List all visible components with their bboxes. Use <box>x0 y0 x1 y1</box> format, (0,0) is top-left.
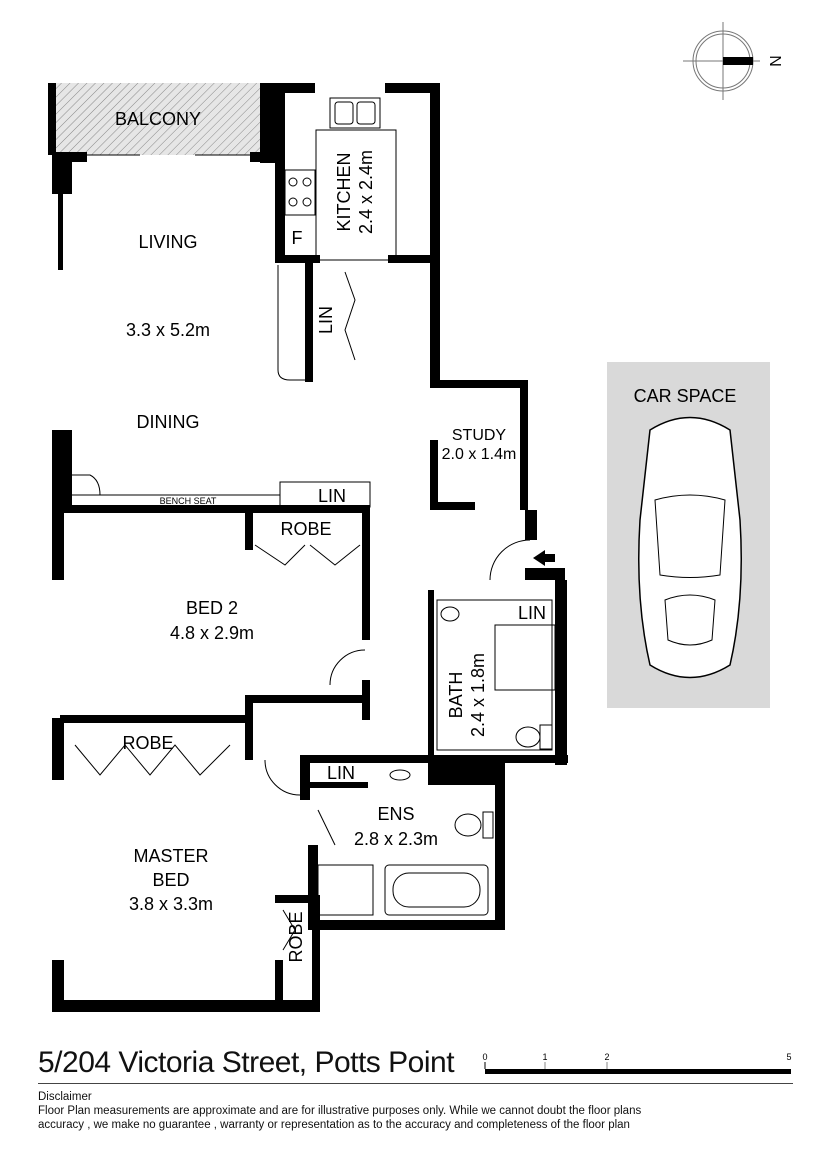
car-icon <box>638 416 742 679</box>
disclaimer: Disclaimer Floor Plan measurements are a… <box>38 1090 641 1132</box>
kitchen-label: KITCHEN <box>334 152 354 231</box>
entry-arrow-icon <box>533 550 555 566</box>
scale-tick: 1 <box>542 1052 547 1062</box>
scale-tick: 5 <box>786 1052 791 1062</box>
living-label: LIVING <box>138 232 197 252</box>
master-robe-label: ROBE <box>122 733 173 753</box>
master-small-robe-label: ROBE <box>286 911 306 962</box>
bed2-robe-label: ROBE <box>280 519 331 539</box>
study-label: STUDY <box>452 427 507 444</box>
bath-label: BATH <box>446 672 466 719</box>
ensuite-linen-label: LIN <box>327 763 355 783</box>
balcony-area <box>48 83 265 155</box>
address-title: 5/204 Victoria Street, Potts Point <box>38 1046 455 1079</box>
bath-size: 2.4 x 1.8m <box>468 653 488 737</box>
north-label: N <box>766 55 783 67</box>
scale-bar: 0 1 2 5 <box>482 1052 792 1074</box>
scale-tick: 2 <box>604 1052 609 1062</box>
car-space-label: CAR SPACE <box>634 386 737 406</box>
master-size: 3.8 x 3.3m <box>129 894 213 914</box>
divider <box>38 1083 793 1084</box>
disclaimer-heading: Disclaimer <box>38 1091 92 1103</box>
kitchen-size: 2.4 x 2.4m <box>356 150 376 234</box>
bench-seat-label: BENCH SEAT <box>160 496 217 506</box>
hall-linen-label: LIN <box>316 306 336 334</box>
bed2-label: BED 2 <box>186 598 238 618</box>
dining-linen-label: LIN <box>318 486 346 506</box>
bath-linen-label: LIN <box>518 603 546 623</box>
balcony-label: BALCONY <box>115 109 201 129</box>
disclaimer-line: Floor Plan measurements are approximate … <box>38 1105 642 1117</box>
ensuite-label: ENS <box>377 804 414 824</box>
disclaimer-line: accuracy , we make no guarantee , warran… <box>38 1119 630 1131</box>
master-label-2: BED <box>152 870 189 890</box>
walls <box>48 83 568 1012</box>
fixtures <box>72 97 556 951</box>
living-size: 3.3 x 5.2m <box>126 320 210 340</box>
compass-icon: N <box>683 22 783 100</box>
ensuite-size: 2.8 x 2.3m <box>354 829 438 849</box>
study-size: 2.0 x 1.4m <box>442 446 517 463</box>
scale-tick: 0 <box>482 1052 487 1062</box>
fridge-label: F <box>292 228 303 248</box>
dining-label: DINING <box>137 412 200 432</box>
bed2-size: 4.8 x 2.9m <box>170 623 254 643</box>
car-space <box>607 362 770 708</box>
master-label: MASTER <box>133 846 208 866</box>
